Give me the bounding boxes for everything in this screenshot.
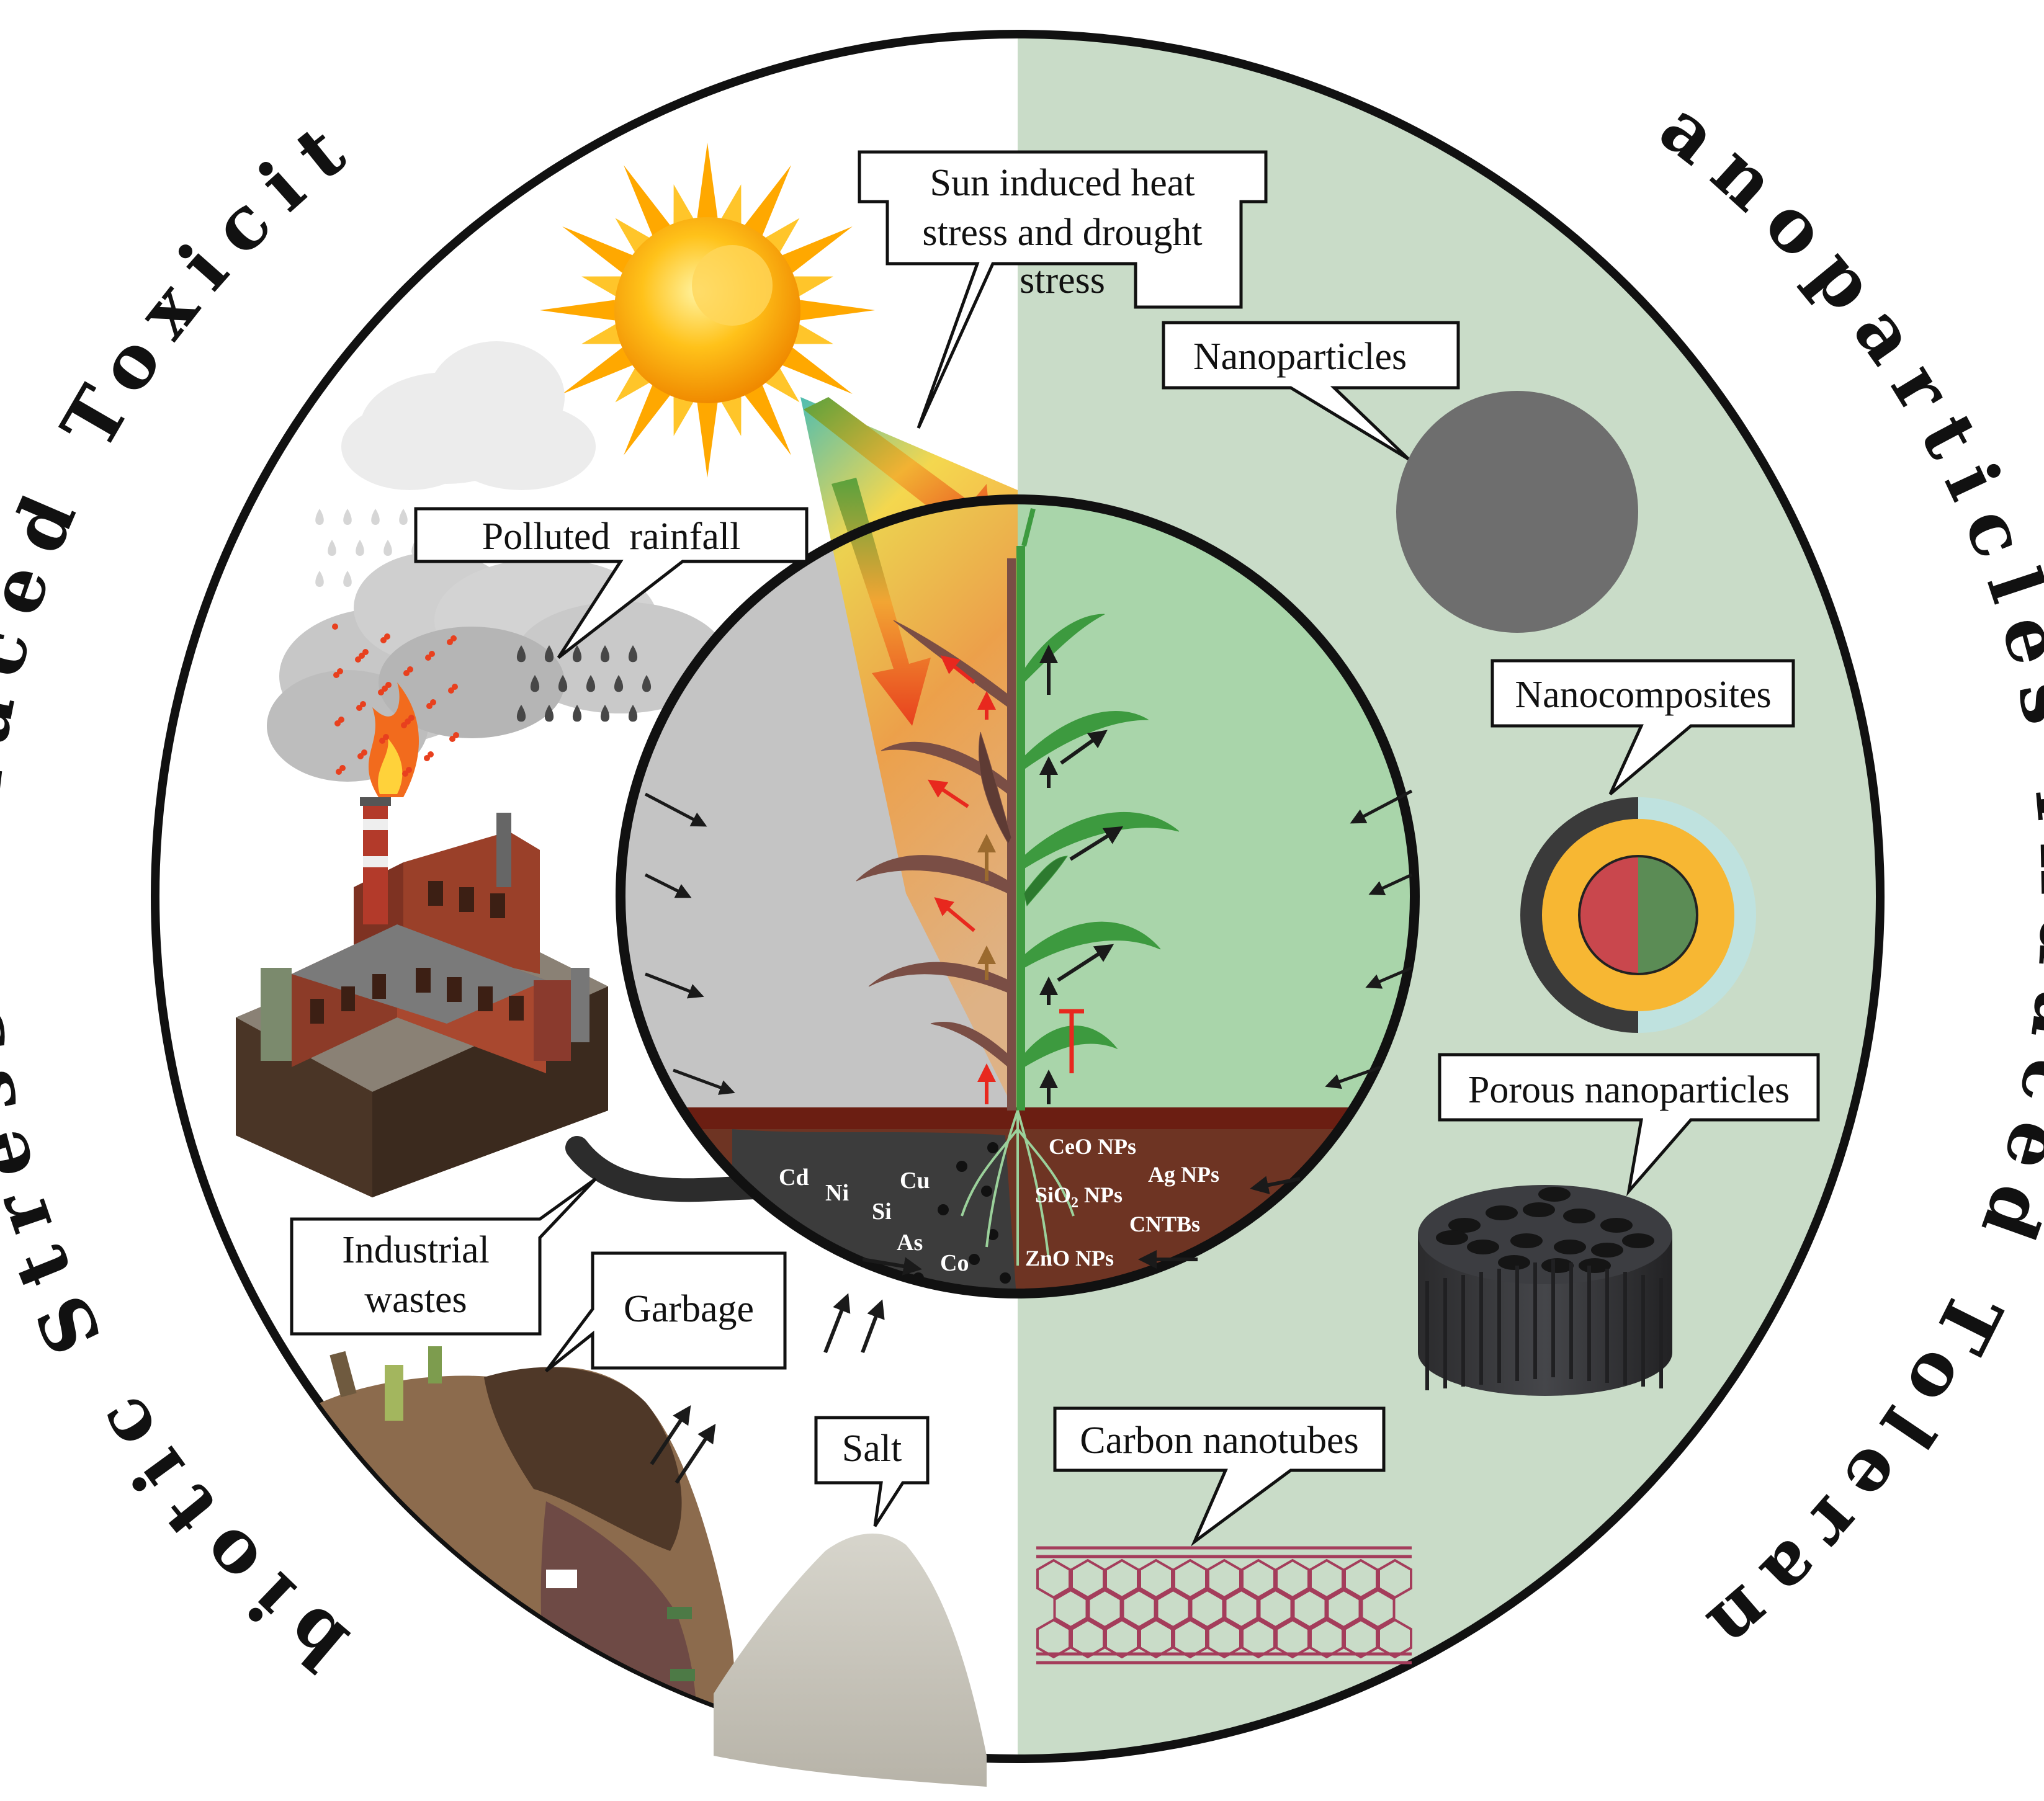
factory-illustration — [236, 623, 608, 1197]
porous-nanoparticle-icon — [1418, 1185, 1672, 1396]
nanocomposites-label: Nanocomposites — [1515, 674, 1771, 716]
sun-label-line3: stress — [1020, 259, 1105, 302]
salt-heap — [714, 1533, 987, 1787]
cntbs-label: CNTBs — [1129, 1212, 1200, 1236]
callout-nanocomposites: Nanocomposites — [1490, 659, 1795, 795]
callout-sun-stress: Sun induced heat stress and drought stre… — [858, 150, 1268, 429]
metal-ni: Ni — [825, 1180, 849, 1206]
healthy-plant — [1016, 508, 1180, 1111]
emission-arrows — [650, 1293, 885, 1484]
polluted-drops-icon — [516, 645, 652, 722]
nanoparticle-icon — [1396, 391, 1638, 633]
cnt-label: Carbon nanotubes — [1080, 1419, 1358, 1462]
pressure-arrows-right — [1325, 789, 1413, 1089]
metal-si: Si — [872, 1199, 892, 1225]
waste-pipe — [565, 1136, 837, 1202]
callout-polluted-rainfall: Polluted rainfall — [414, 507, 809, 659]
porous-label: Porous nanoparticles — [1468, 1069, 1790, 1111]
roots — [961, 1110, 1075, 1266]
growth-arrows — [1039, 645, 1124, 1104]
sio2-np-label: SiO2 NPs — [1035, 1182, 1123, 1211]
sun-icon — [540, 143, 875, 478]
salt-label: Salt — [842, 1428, 902, 1470]
nanoparticles-label: Nanoparticles — [1193, 336, 1407, 378]
callout-industrial-wastes: Industrial wastes — [290, 1177, 597, 1336]
callout-garbage: Garbage — [545, 1251, 787, 1372]
stress-arrows — [928, 655, 996, 1104]
metal-cd: Cd — [779, 1164, 809, 1191]
inhibition-mark — [1059, 1009, 1084, 1073]
nanocomposite-icon — [1520, 797, 1756, 1033]
soil-np-labels: CeO NPs Ag NPs SiO2 NPs CNTBs ZnO NPs — [1025, 1134, 1219, 1271]
cloud-icon — [341, 341, 596, 490]
ag-np-label: Ag NPs — [1148, 1162, 1219, 1187]
sun-label-line1: Sun induced heat — [930, 162, 1195, 204]
sun-label-line2: stress and drought — [922, 212, 1202, 254]
zno-np-label: ZnO NPs — [1025, 1246, 1114, 1271]
metal-co: Co — [940, 1250, 969, 1276]
carbon-nanotube-icon — [1036, 1546, 1412, 1665]
callout-carbon-nanotubes: Carbon nanotubes — [1053, 1406, 1386, 1547]
industrial-label-line1: Industrial — [342, 1229, 490, 1271]
callout-nanoparticles: Nanoparticles — [1162, 321, 1460, 461]
pressure-arrows-left — [644, 792, 735, 1095]
industrial-label-line2: wastes — [364, 1279, 467, 1321]
heavy-metal-labels: Cd Ni Cu Si As Co — [779, 1164, 969, 1276]
metal-as: As — [897, 1230, 923, 1256]
metal-cu: Cu — [900, 1168, 930, 1194]
callout-porous-nanoparticles: Porous nanoparticles — [1438, 1053, 1820, 1197]
soil-np-arrows — [862, 1176, 1301, 1276]
plant-circle-border — [616, 494, 1420, 1298]
rain-label: Polluted rainfall — [482, 516, 741, 558]
ceo-np-label: CeO NPs — [1049, 1134, 1136, 1159]
garbage-label: Garbage — [624, 1288, 754, 1330]
callout-salt: Salt — [814, 1416, 930, 1527]
